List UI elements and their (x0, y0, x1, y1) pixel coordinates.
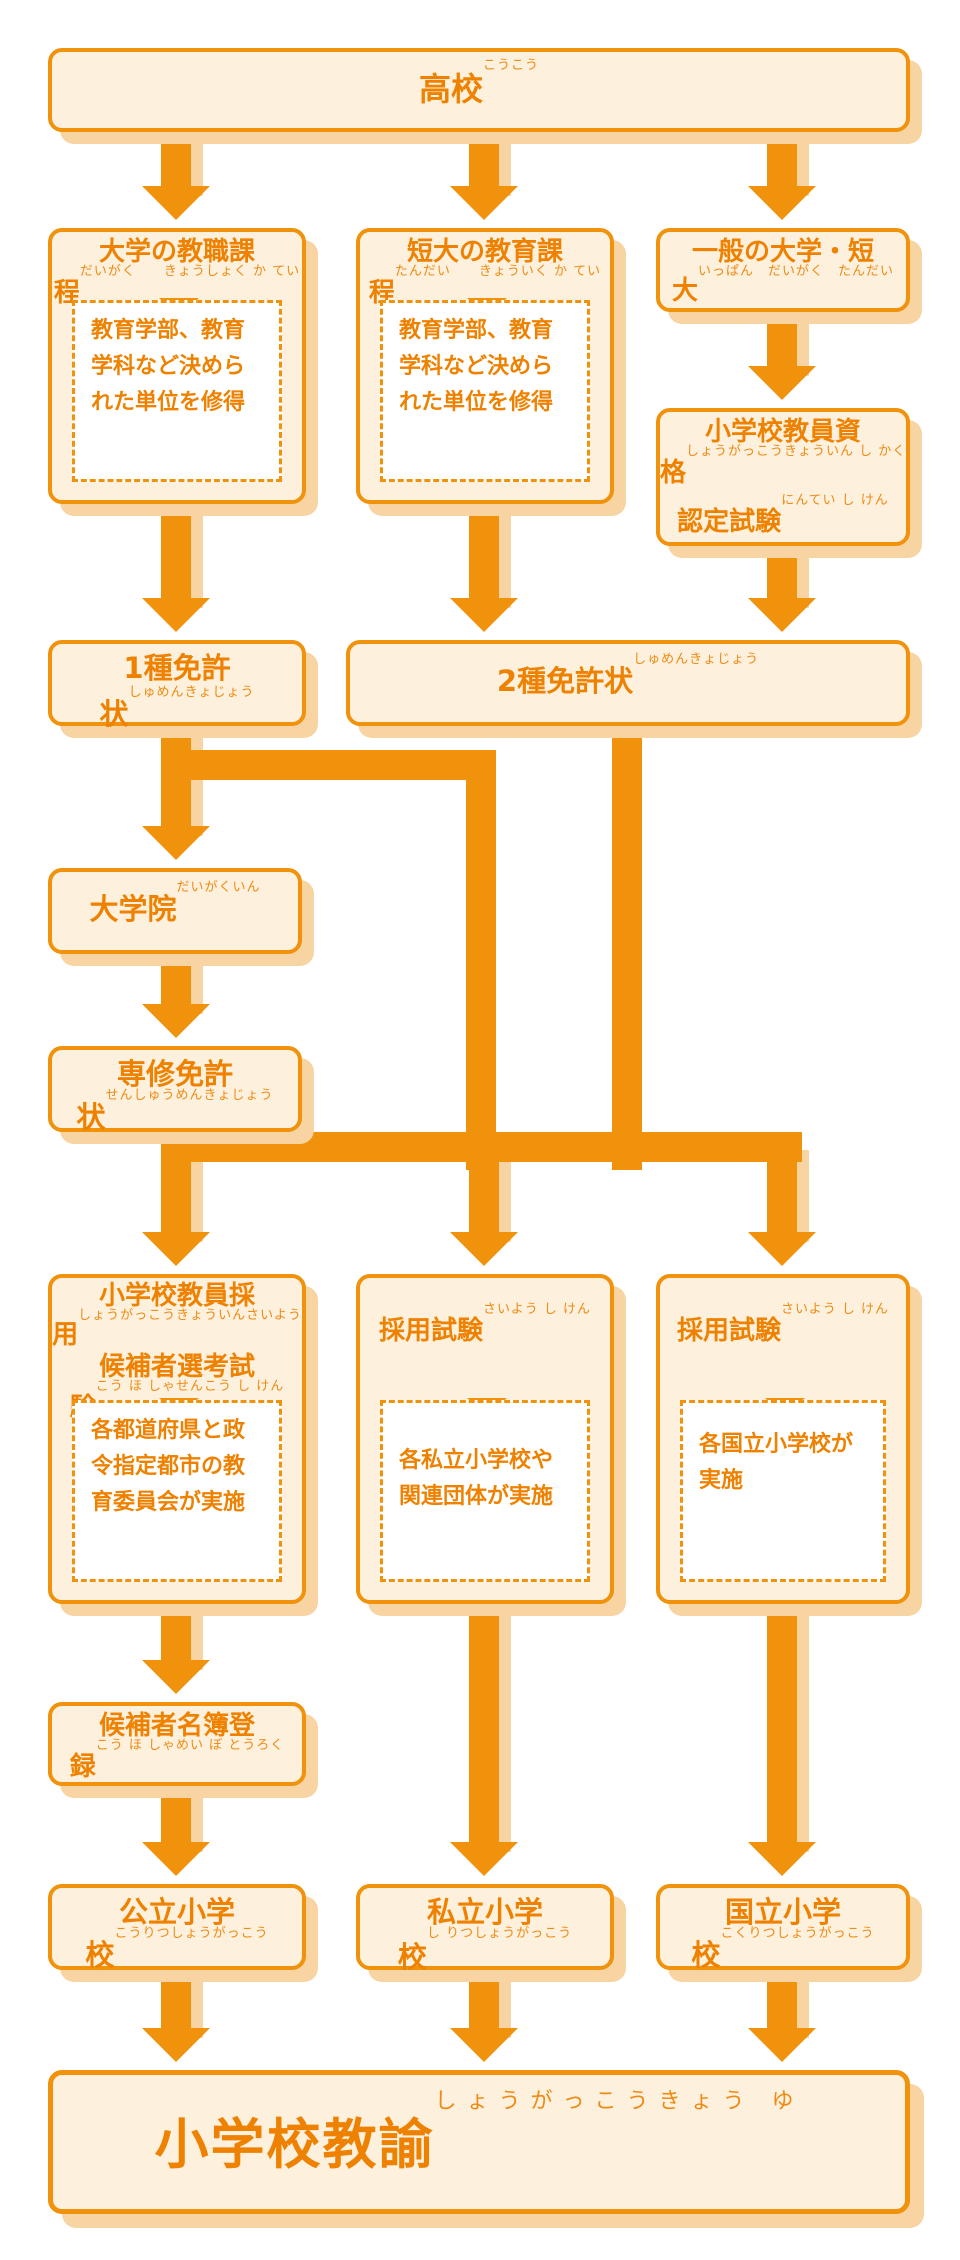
arrow-tandai-menkyo2-shaft (469, 504, 499, 600)
node-shikaku: 小学校教員資格しょうがっこうきょういん し かく 認定試験にんてい し けん (656, 408, 910, 546)
arrow-koukou-ippan-shaft (767, 132, 797, 188)
arrow-meibo-kouritsu-head (142, 1842, 210, 1876)
arrow-saiyou-shiritsu-school-shaft (469, 1604, 499, 1844)
line-menkyo1-branch (176, 750, 496, 780)
arrow-daigakuin-senshu-shaft (161, 954, 191, 1006)
arrow-shiritsu-kyoyu-shaft (469, 1970, 499, 2030)
detail-line: 実施 (699, 1468, 744, 1493)
arrow-shiritsu-kyoyu-head (450, 2028, 518, 2062)
node-daigaku-kyoshoku-details: 教育学部、教育 学科など決めら れた単位を修得 (72, 300, 282, 482)
node-daigakuin: 大学院だいがくいん (48, 868, 302, 954)
node-koukou: 高校こうこう (48, 48, 910, 132)
arrow-koukou-daigaku-shaft (161, 132, 191, 188)
node-meibo: 候補者名簿登録こう ほ しゃめい ぼ とうろく (48, 1702, 306, 1786)
node-saiyou-shiritsu: 採用試験さいよう し けん 各私立小学校や 関連団体が実施 (356, 1274, 614, 1604)
detail-line: 教育学部、教育 (399, 318, 554, 343)
arrow-kokuritsu-kyoyu-head (748, 2028, 816, 2062)
detail-line: 学科など決めら (91, 354, 246, 379)
arrow-koukou-daigaku-head (142, 186, 210, 220)
node-tandai-kyoiku-label: 短大の教育課程たんだい きょういく か てい (368, 237, 602, 308)
node-saiyou-shiritsu-label: 採用試験さいよう し けん (378, 1302, 592, 1346)
detail-line: れた単位を修得 (399, 390, 554, 415)
arrow-saiyou-kokuritsu-school-shaft (767, 1604, 797, 1844)
node-saiyou-kokuritsu-details: 各国立小学校が 実施 (680, 1400, 886, 1582)
arrow-saiyou-kokuritsu-school-head (748, 1842, 816, 1876)
node-shiritsu-label: 私立小学校し りつしょうがっこう (397, 1895, 573, 1974)
node-ippan-label: 一般の大学・短大いっぱん だいがく たんだい (671, 237, 895, 306)
node-daigaku-kyoshoku: 大学の教職課程だいがく きょうしょく か てい 教育学部、教育 学科など決めら … (48, 228, 306, 504)
node-kyoyu-label: 小学校教諭しょうがっこうきょう ゆ (154, 2089, 804, 2176)
arrow-senkou-meibo-head (142, 1660, 210, 1694)
node-koukou-label: 高校こうこう (418, 58, 540, 108)
arrow-daigaku-menkyo1-shaft (161, 504, 191, 600)
arrow-to-saiyou-kokuritsu-shaft (767, 1150, 797, 1234)
arrow-saiyou-shiritsu-school-head (450, 1842, 518, 1876)
arrow-to-saiyou-shiritsu-shaft (469, 1150, 499, 1234)
node-saiyou-shiritsu-details: 各私立小学校や 関連団体が実施 (380, 1400, 590, 1582)
node-kouritsu: 公立小学校こうりつしょうがっこう (48, 1884, 306, 1972)
node-kokuritsu: 国立小学校こくりつしょうがっこう (656, 1884, 910, 1972)
detail-line: 各国立小学校が (699, 1432, 854, 1457)
detail-line: 関連団体が実施 (399, 1484, 554, 1509)
detail-line: 令指定都市の教 (91, 1454, 246, 1479)
node-ippan: 一般の大学・短大いっぱん だいがく たんだい (656, 228, 910, 312)
line-menkyo2-down (612, 726, 642, 1170)
arrow-meibo-kouritsu-shaft (161, 1786, 191, 1844)
arrow-shikaku-menkyo2-head (748, 598, 816, 632)
node-kokuritsu-label: 国立小学校こくりつしょうがっこう (691, 1895, 875, 1972)
node-shiritsu: 私立小学校し りつしょうがっこう (356, 1884, 614, 1974)
node-saiyou-kokuritsu: 採用試験さいよう し けん 各国立小学校が 実施 (656, 1274, 910, 1604)
node-daigaku-kyoshoku-label: 大学の教職課程だいがく きょうしょく か てい (53, 237, 301, 308)
arrow-daigakuin-senshu-head (142, 1004, 210, 1038)
arrow-senkou-meibo-shaft (161, 1604, 191, 1662)
detail-line: 各都道府県と政 (91, 1418, 246, 1443)
detail-line: 学科など決めら (399, 354, 554, 379)
arrow-kouritsu-kyoyu-shaft (161, 1970, 191, 2030)
arrow-koukou-tandai-head (450, 186, 518, 220)
arrow-kokuritsu-kyoyu-shaft (767, 1970, 797, 2030)
arrow-to-senkou-head (142, 1232, 210, 1266)
node-senkou: 小学校教員採用しょうがっこうきょういんさいよう 候補者選考試験こう ほ しゃせん… (48, 1274, 306, 1604)
node-tandai-kyoiku-details: 教育学部、教育 学科など決めら れた単位を修得 (380, 300, 590, 482)
node-menkyo1-label: 1種免許状しゅめんきょじょう (99, 651, 255, 731)
node-tandai-kyoiku: 短大の教育課程たんだい きょういく か てい 教育学部、教育 学科など決めら れ… (356, 228, 614, 504)
detail-line: 教育学部、教育 (91, 318, 246, 343)
node-menkyo2: 2種免許状しゅめんきょじょう (346, 640, 910, 726)
node-senshu: 専修免許状せんしゅうめんきょじょう (48, 1046, 302, 1134)
arrow-shikaku-menkyo2-shaft (767, 546, 797, 600)
node-senkou-label-1: 小学校教員採用しょうがっこうきょういんさいよう (52, 1281, 302, 1350)
arrow-ippan-shikaku-head (748, 366, 816, 400)
arrow-koukou-ippan-head (748, 186, 816, 220)
arrow-to-senkou-shaft (161, 1150, 191, 1234)
arrow-daigaku-menkyo1-head (142, 598, 210, 632)
node-menkyo1: 1種免許状しゅめんきょじょう (48, 640, 306, 731)
node-kyoyu: 小学校教諭しょうがっこうきょう ゆ (48, 2070, 910, 2214)
arrow-koukou-tandai-shaft (469, 132, 499, 188)
arrow-to-saiyou-shiritsu-head (450, 1232, 518, 1266)
detail-line: れた単位を修得 (91, 390, 246, 415)
node-senkou-details: 各都道府県と政 令指定都市の教 育委員会が実施 (72, 1400, 282, 1582)
arrow-to-saiyou-kokuritsu-head (748, 1232, 816, 1266)
arrow-ippan-shikaku-shaft (767, 312, 797, 368)
node-saiyou-kokuritsu-label: 採用試験さいよう し けん (676, 1302, 890, 1346)
node-meibo-label: 候補者名簿登録こう ほ しゃめい ぼ とうろく (69, 1711, 285, 1782)
node-daigakuin-label: 大学院だいがくいん (89, 880, 261, 926)
arrow-tandai-menkyo2-head (450, 598, 518, 632)
line-menkyo1-down (466, 750, 496, 1170)
detail-line: 育委員会が実施 (91, 1490, 246, 1515)
arrow-kouritsu-kyoyu-head (142, 2028, 210, 2062)
node-shikaku-label-1: 小学校教員資格しょうがっこうきょういん し かく (660, 417, 907, 488)
detail-line: 各私立小学校や (399, 1448, 554, 1473)
node-shikaku-label-2: 認定試験にんてい し けん (677, 492, 889, 537)
node-menkyo2-label: 2種免許状しゅめんきょじょう (496, 652, 760, 698)
node-kouritsu-label: 公立小学校こうりつしょうがっこう (85, 1895, 269, 1972)
node-senshu-label: 専修免許状せんしゅうめんきょじょう (76, 1057, 274, 1134)
arrow-menkyo1-daigakuin-head (142, 826, 210, 860)
